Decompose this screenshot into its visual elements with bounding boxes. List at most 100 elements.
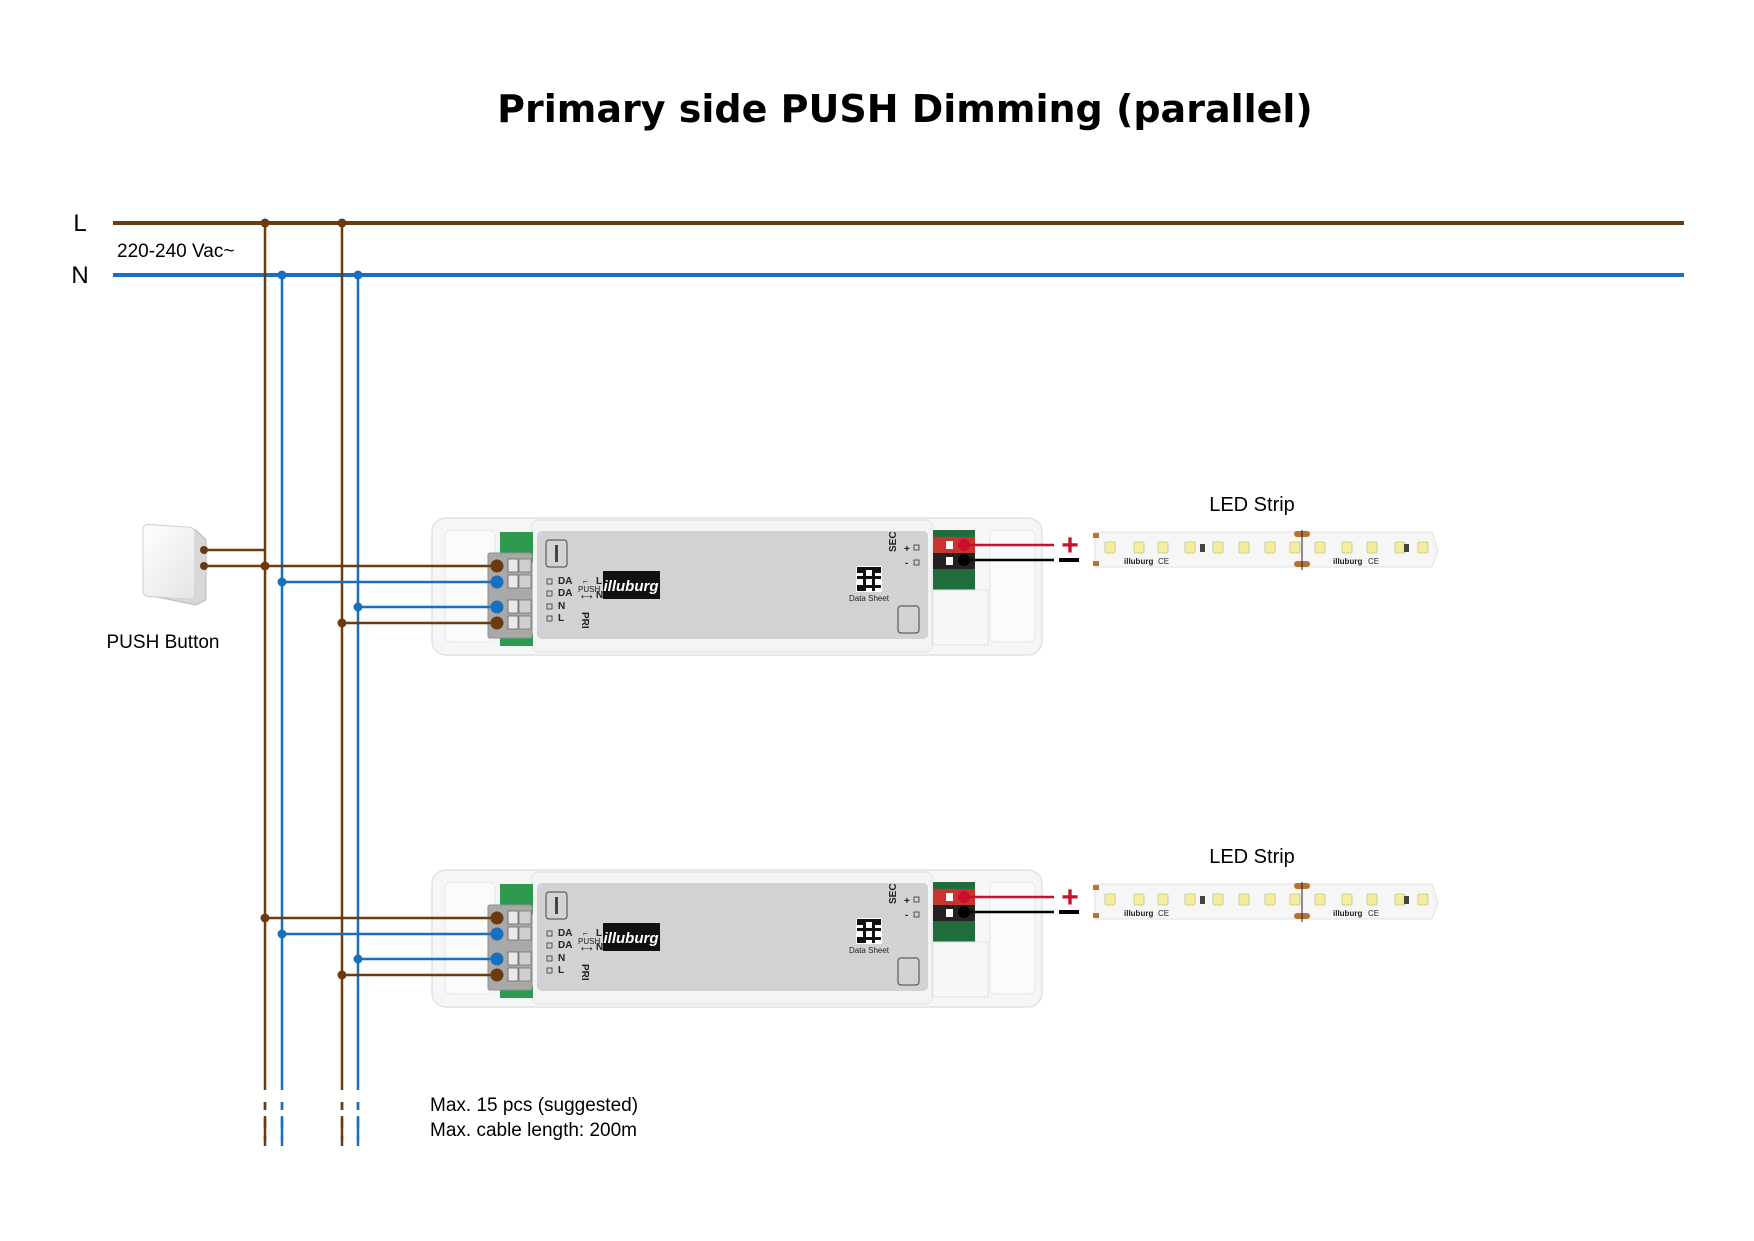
qr-module <box>875 937 878 940</box>
pri-label: PRI <box>579 612 590 629</box>
push-button[interactable] <box>142 523 208 606</box>
led-chip <box>1104 541 1116 554</box>
resistor <box>1200 544 1205 552</box>
wire-strip-icon <box>545 539 568 568</box>
terminal-indicator <box>913 559 920 566</box>
led-chip <box>1133 541 1145 554</box>
terminal-clamp <box>507 558 519 573</box>
qr-module <box>863 931 866 934</box>
push-button-rocker <box>142 523 196 600</box>
led-strip-label: LED Strip <box>1209 846 1295 868</box>
push-n-label: N <box>596 590 603 601</box>
led-strip-label: LED Strip <box>1209 494 1295 516</box>
strip-brand: illuburg <box>1124 909 1153 918</box>
qr-module <box>866 585 869 588</box>
terminal-connection-dot <box>490 575 504 589</box>
qr-module <box>872 934 875 937</box>
push-label: PUSH <box>578 585 600 594</box>
led-chip <box>1238 541 1250 554</box>
resistor <box>1404 896 1409 904</box>
terminal-lever[interactable] <box>518 558 532 573</box>
qr-module <box>869 928 872 931</box>
terminal-indicator <box>546 615 553 622</box>
terminal-lever[interactable] <box>518 615 532 630</box>
qr-module <box>869 937 872 940</box>
qr-module <box>863 570 866 573</box>
terminal-indicator <box>546 967 553 974</box>
led-chip <box>1104 893 1116 906</box>
terminal-indicator <box>546 930 553 937</box>
qr-module <box>863 937 866 940</box>
terminal-lever[interactable] <box>518 926 532 941</box>
junction-dot <box>337 970 347 980</box>
terminal-lever[interactable] <box>518 574 532 589</box>
led-chip <box>1417 541 1429 554</box>
qr-module <box>872 588 875 591</box>
terminal-clamp <box>507 599 519 614</box>
terminal-label: DA <box>558 940 572 951</box>
qr-module <box>872 940 875 943</box>
qr-module <box>857 567 860 570</box>
driver-label-panel <box>537 883 928 991</box>
terminal-indicator <box>913 911 920 918</box>
negative-sign <box>1059 910 1079 914</box>
qr-module <box>860 576 863 579</box>
qr-module <box>857 576 860 579</box>
wire-strip-icon <box>897 957 920 986</box>
dash-gap <box>255 1110 370 1116</box>
driver-end-cap <box>989 881 1036 995</box>
qr-module <box>866 928 869 931</box>
led-chip <box>1394 541 1406 554</box>
push-label: PUSH <box>578 937 600 946</box>
voltage-label: 220-240 Vac~ <box>117 241 234 262</box>
qr-module <box>866 937 869 940</box>
solder-pad <box>1093 533 1099 538</box>
terminal-indicator <box>546 955 553 962</box>
qr-module <box>863 576 866 579</box>
wire-strip-icon-bar <box>555 897 558 914</box>
led-chip <box>1289 893 1301 906</box>
junction-dot <box>337 618 347 628</box>
qr-module <box>875 567 878 570</box>
junction-dot <box>353 954 363 964</box>
push-switch-icon: ⌐ <box>583 929 588 938</box>
brand-logo-text: illuburg <box>604 578 659 595</box>
led-chip <box>1184 541 1196 554</box>
junction-dot <box>353 270 363 280</box>
terminal-connection-dot <box>490 911 504 925</box>
junction-dot <box>260 561 270 571</box>
terminal-lever[interactable] <box>518 599 532 614</box>
page-title: Primary side PUSH Dimming (parallel) <box>497 87 1313 131</box>
qr-module <box>872 928 875 931</box>
terminal-lever[interactable] <box>518 967 532 982</box>
qr-module <box>875 570 878 573</box>
qr-module <box>857 922 860 925</box>
qr-module <box>857 570 860 573</box>
qr-module <box>857 940 860 943</box>
qr-module <box>872 585 875 588</box>
output-terminal-positive <box>958 891 970 903</box>
qr-module <box>878 919 881 922</box>
positive-sign: + <box>1061 881 1079 914</box>
neutral-label: N <box>71 262 88 289</box>
terminal-lever[interactable] <box>518 951 532 966</box>
ce-mark: CE <box>1368 557 1379 566</box>
wire-strip-icon <box>897 605 920 634</box>
junction-dot <box>277 270 287 280</box>
terminal-lever[interactable] <box>518 910 532 925</box>
led-chip <box>1157 893 1169 906</box>
qr-module <box>872 931 875 934</box>
terminal-indicator <box>546 942 553 949</box>
led-chip <box>1264 893 1276 906</box>
led-chip <box>1341 893 1353 906</box>
qr-module <box>872 922 875 925</box>
brand-logo <box>603 571 660 599</box>
terminal-hole <box>946 557 953 565</box>
qr-module <box>863 934 866 937</box>
qr-code[interactable] <box>856 918 882 944</box>
terminal-hole <box>946 541 953 549</box>
qr-code[interactable] <box>856 566 882 592</box>
terminal-label: N <box>558 953 565 964</box>
